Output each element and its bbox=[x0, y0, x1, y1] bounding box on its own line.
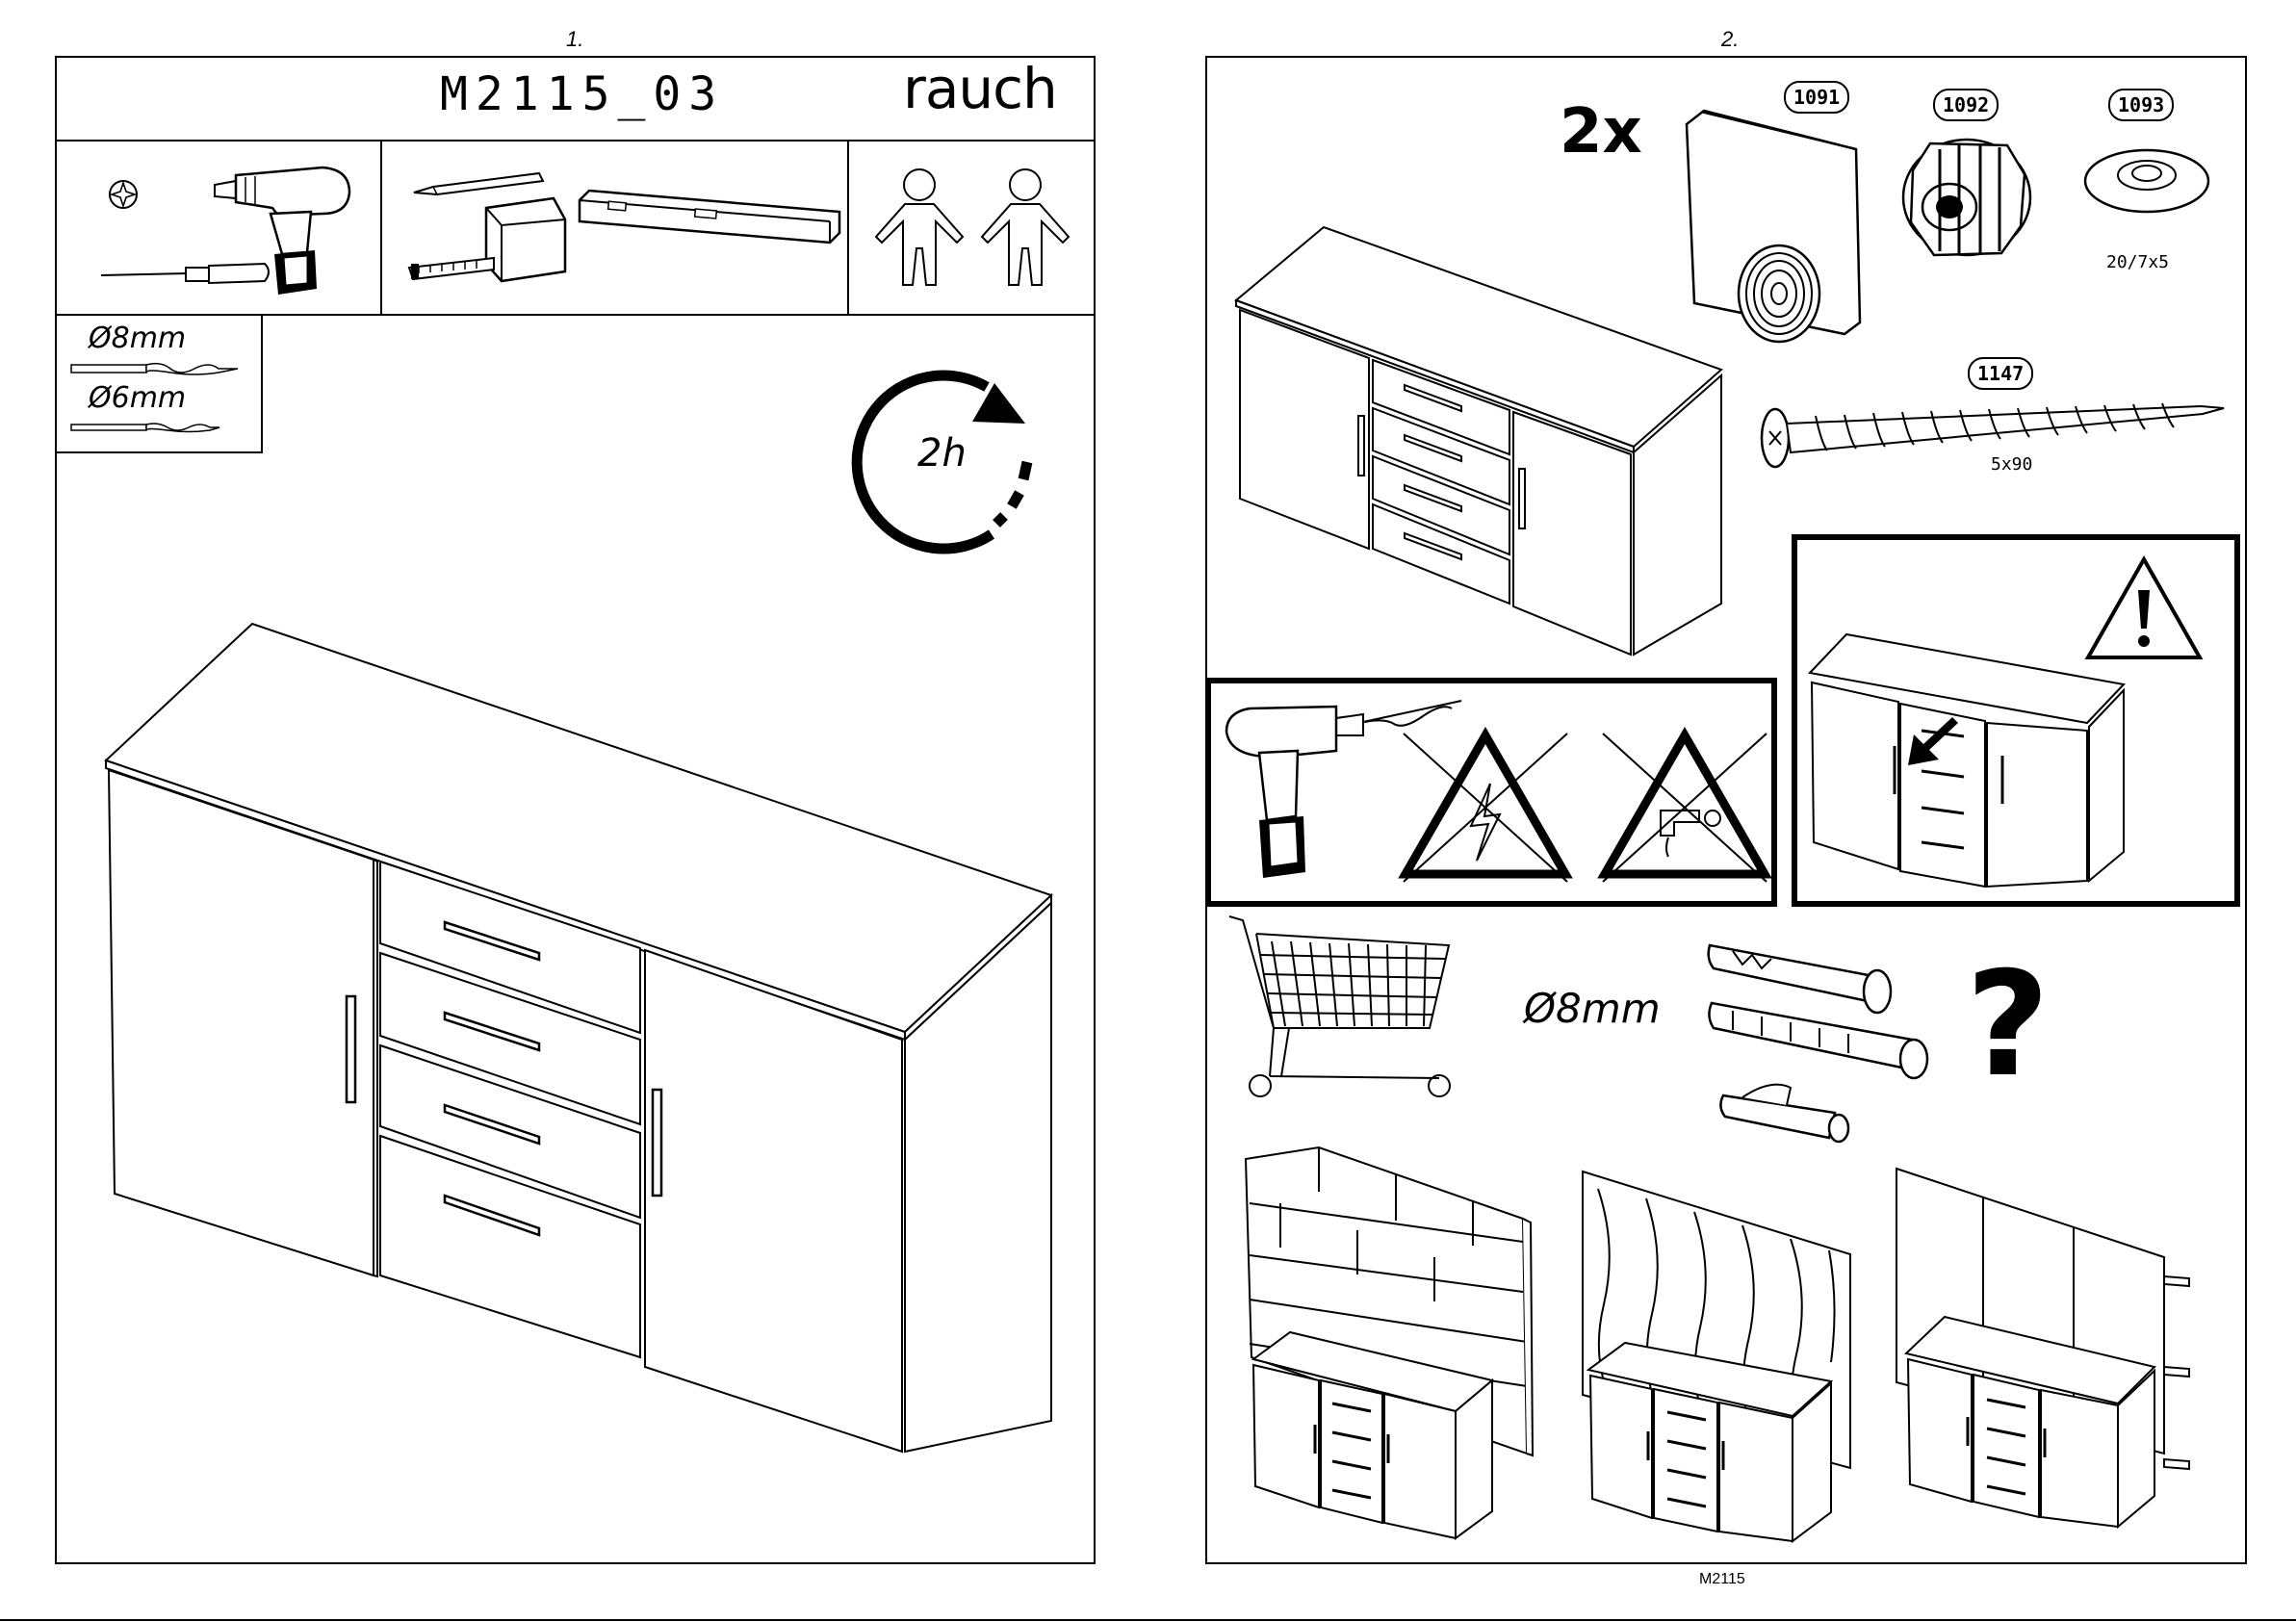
wood-wall-illustration bbox=[1579, 1170, 1858, 1545]
drill-size-8: Ø8mm bbox=[89, 322, 186, 355]
drill-bit-icon bbox=[69, 421, 223, 434]
wall-plug-icon bbox=[1704, 924, 1945, 1155]
sideboard-warning-illustration bbox=[1808, 631, 2130, 890]
brick-wall-illustration bbox=[1242, 1146, 1540, 1540]
sideboard-small-illustration bbox=[1234, 223, 1730, 657]
connector-1091-icon bbox=[1675, 111, 1868, 342]
model-code: M2115_03 bbox=[440, 67, 724, 121]
brand-logo: rauch bbox=[903, 56, 1057, 121]
header-divider bbox=[55, 140, 1096, 142]
part-size-1147: 5x90 bbox=[1991, 454, 2032, 475]
dowel-size: Ø8mm bbox=[1524, 985, 1661, 1032]
spirit-level-icon bbox=[580, 183, 849, 250]
phillips-bit-icon bbox=[104, 175, 142, 214]
tools-col-divider bbox=[380, 140, 382, 315]
bottom-rule bbox=[0, 1619, 2296, 1621]
footer-code: M2115 bbox=[1699, 1571, 1745, 1588]
shopping-cart-icon bbox=[1227, 913, 1458, 1115]
part-badge-1091: 1091 bbox=[1784, 81, 1849, 114]
drill-bit-icon bbox=[69, 361, 243, 376]
quantity-label: 2x bbox=[1560, 96, 1642, 167]
part-badge-1147: 1147 bbox=[1968, 357, 2033, 390]
page-number-1: 1. bbox=[566, 27, 583, 52]
two-persons-icon bbox=[866, 162, 1088, 296]
tape-measure-icon bbox=[409, 191, 573, 287]
page-number-2: 2. bbox=[1721, 27, 1739, 52]
screwdriver-icon bbox=[101, 260, 274, 289]
assembly-time: 2h bbox=[917, 431, 967, 476]
drill-size-6: Ø6mm bbox=[89, 381, 186, 415]
part-badge-1093: 1093 bbox=[2108, 89, 2174, 121]
question-mark: ? bbox=[1966, 953, 2050, 1097]
part-badge-1092: 1092 bbox=[1933, 89, 1999, 121]
part-size-1093: 20/7x5 bbox=[2106, 252, 2169, 272]
drywall-illustration bbox=[1895, 1165, 2203, 1531]
no-electricity-icon bbox=[1394, 730, 1577, 884]
cover-cap-1093-icon bbox=[2079, 142, 2214, 219]
sideboard-illustration bbox=[101, 616, 1064, 1463]
connector-1092-icon bbox=[1892, 130, 2041, 265]
no-water-pipe-icon bbox=[1593, 730, 1776, 884]
